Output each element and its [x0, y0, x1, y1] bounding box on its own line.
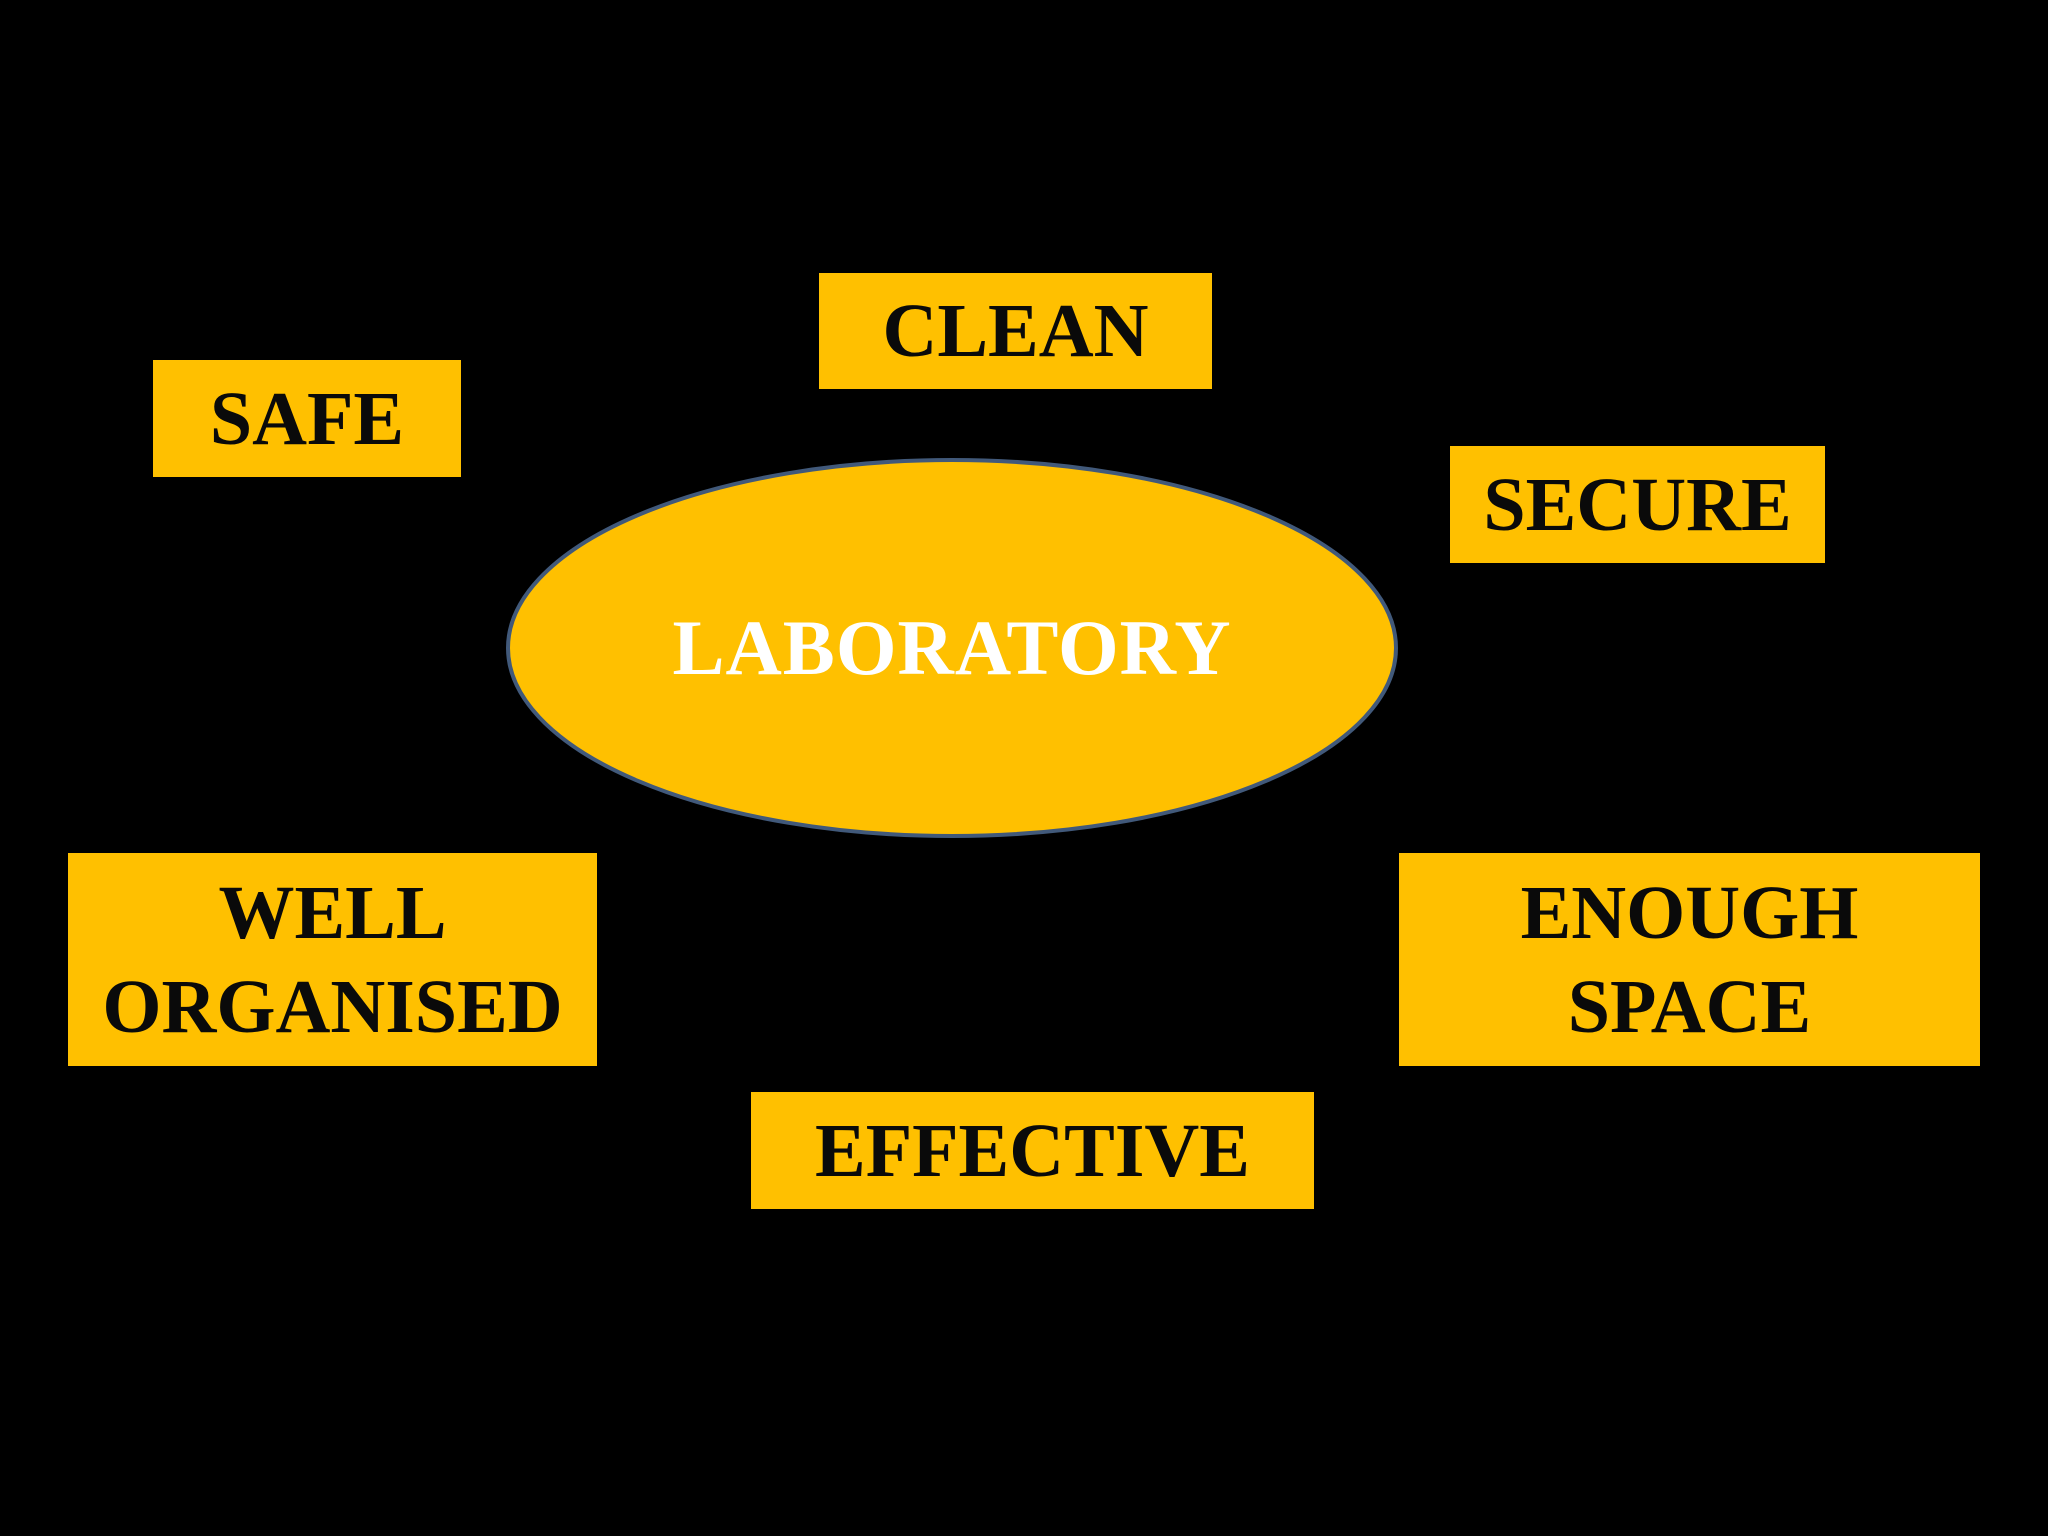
well-organised-label: WELL ORGANISED	[102, 866, 562, 1054]
enough-space-line-1: ENOUGH	[1520, 870, 1859, 955]
laboratory-label: LABORATORY	[672, 604, 1232, 691]
effective-box: EFFECTIVE	[751, 1092, 1314, 1209]
secure-box: SECURE	[1450, 446, 1825, 563]
clean-label: CLEAN	[882, 289, 1149, 373]
enough-space-line-2: SPACE	[1567, 964, 1812, 1049]
effective-label: EFFECTIVE	[815, 1108, 1250, 1193]
secure-label: SECURE	[1483, 462, 1792, 547]
well-organised-line-1: WELL	[218, 870, 447, 955]
enough-space-box: ENOUGH SPACE	[1399, 853, 1980, 1066]
ellipse-shape	[506, 458, 1398, 838]
enough-space-label: ENOUGH SPACE	[1521, 866, 1859, 1054]
safe-label: SAFE	[209, 376, 405, 461]
laboratory-ellipse: LABORATORY	[505, 457, 1399, 839]
well-organised-box: WELL ORGANISED	[68, 853, 597, 1066]
safe-box: SAFE	[153, 360, 461, 477]
well-organised-line-2: ORGANISED	[102, 964, 563, 1049]
clean-box: CLEAN	[819, 273, 1212, 389]
